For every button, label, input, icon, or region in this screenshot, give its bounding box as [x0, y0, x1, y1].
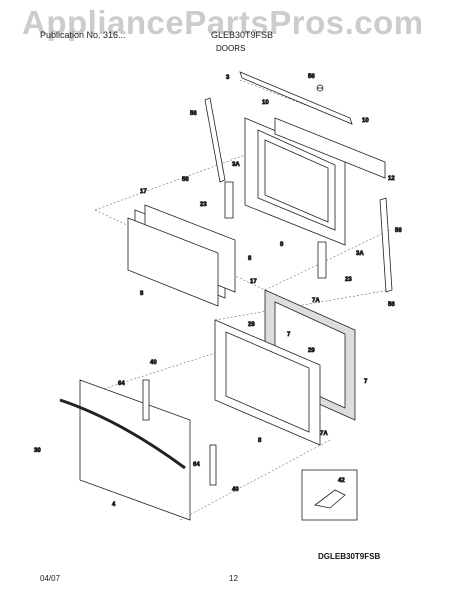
callout-label: 17	[140, 189, 147, 195]
callout-label: 7A	[320, 431, 328, 437]
callout-label: 23	[200, 202, 207, 208]
glass-panes-part	[127, 204, 236, 307]
callout-label: 8	[248, 256, 252, 262]
door-liner-part	[274, 117, 386, 179]
callout-label: 8	[258, 438, 262, 444]
callout-label: 8	[140, 291, 144, 297]
side-rail-right-part	[379, 197, 393, 293]
callout-label: 17	[250, 279, 257, 285]
callout-label: 23	[345, 277, 352, 283]
callout-label: 12	[388, 176, 395, 182]
middle-door-frame-part	[214, 319, 321, 446]
callout-label: 7	[364, 379, 368, 385]
callout-label: 3A	[356, 251, 364, 257]
callout-label: 64	[118, 381, 125, 387]
callout-label: 7	[287, 332, 291, 338]
callout-label: 56	[388, 302, 395, 308]
callout-label: 40	[150, 360, 157, 366]
screw-part	[316, 84, 324, 92]
outer-door-part	[59, 379, 191, 521]
side-rail-left-part	[204, 97, 226, 183]
callout-label: 4	[112, 502, 116, 508]
callout-label: 39	[34, 448, 41, 454]
callout-label: 10	[362, 118, 369, 124]
inset-box	[301, 469, 358, 521]
callout-label: 56	[190, 111, 197, 117]
diagram-code: DGLEB30T9FSB	[318, 552, 381, 561]
model-number: GLEB30T9FSB	[211, 30, 274, 40]
footer-page-number: 12	[229, 574, 238, 583]
callout-label: 56	[182, 177, 189, 183]
callout-labels: 3 56 10 56 10 3A 12 56 17 23 9 8 3A 56 1…	[34, 74, 403, 509]
footer-date: 04/07	[40, 574, 61, 583]
callout-label: 40	[232, 487, 239, 493]
callout-label: 7A	[312, 298, 320, 304]
callout-label: 10	[262, 100, 269, 106]
hinge-part	[224, 181, 327, 279]
callout-label: 64	[193, 462, 200, 468]
callout-label: 3	[226, 75, 230, 81]
top-trim-part	[239, 71, 353, 125]
callout-label: 3A	[232, 162, 240, 168]
callout-label: 56	[395, 228, 402, 234]
callout-label: 9	[280, 242, 284, 248]
callout-label: 56	[308, 74, 315, 80]
publication-number: Publication No. 316...	[40, 30, 126, 40]
bracket-part	[142, 379, 217, 486]
callout-label: 29	[248, 322, 255, 328]
callout-label: 29	[308, 348, 315, 354]
watermark: AppliancePartsPros.com	[22, 4, 424, 41]
callout-label: 42	[338, 478, 345, 484]
section-title: DOORS	[216, 44, 246, 53]
